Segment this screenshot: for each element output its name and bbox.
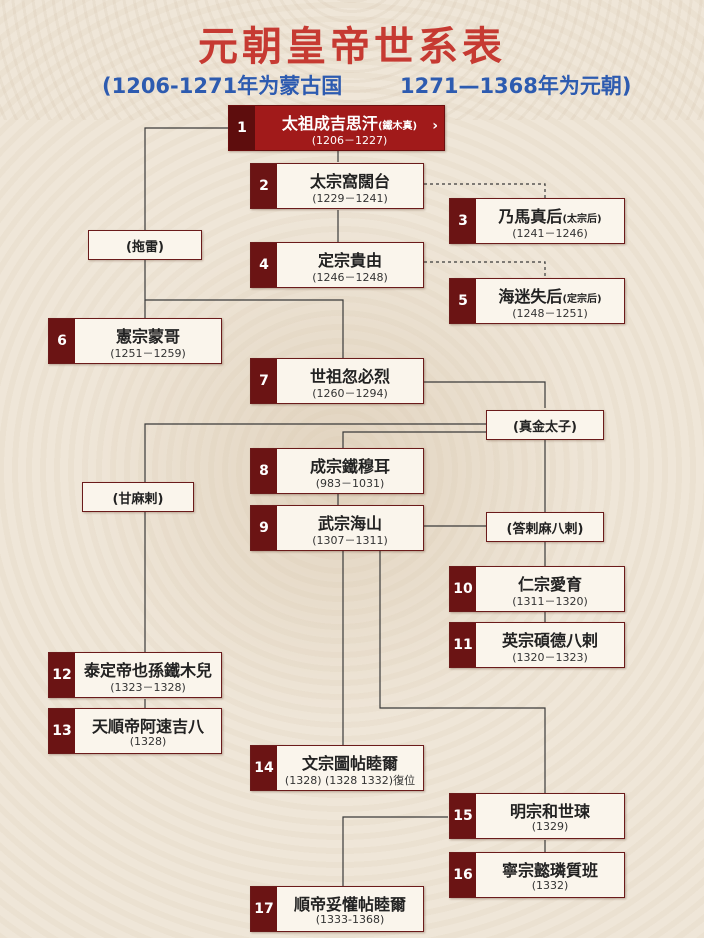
emperor-12-yesun-temur[interactable]: 12 泰定帝也孫鐵木兒 (1323－1328) xyxy=(48,652,222,698)
emperor-number: 1 xyxy=(229,106,255,150)
label-darmabala: (答剌麻八剌) xyxy=(486,512,604,542)
emperor-2-ogedei[interactable]: 2 太宗窩闊台 (1229－1241) xyxy=(250,163,424,209)
reign-years: (1311－1320) xyxy=(476,593,624,609)
emperor-name: 憲宗蒙哥 xyxy=(75,323,221,347)
reign-years: (1246－1248) xyxy=(277,269,423,285)
emperor-14-tugh-temur[interactable]: 14 文宗圖帖睦爾 (1328) (1328 1332)復位 xyxy=(250,745,424,791)
chevron-right-icon: › xyxy=(432,118,438,134)
emperor-number: 14 xyxy=(251,746,277,790)
emperor-9-khaishan[interactable]: 9 武宗海山 (1307－1311) xyxy=(250,505,424,551)
emperor-6-mongke[interactable]: 6 憲宗蒙哥 (1251－1259) xyxy=(48,318,222,364)
emperor-name: 太宗窩闊台 xyxy=(277,168,423,192)
emperor-4-guyuk[interactable]: 4 定宗貴由 (1246－1248) xyxy=(250,242,424,288)
reign-years: (1307－1311) xyxy=(277,532,423,548)
reign-years: (1260－1294) xyxy=(277,385,423,401)
emperor-name: 寧宗懿璘質班 xyxy=(476,857,624,881)
reign-years: (1328) (1328 1332)復位 xyxy=(277,772,423,788)
emperor-number: 12 xyxy=(49,653,75,697)
emperor-name: 海迷失后(定宗后) xyxy=(476,283,624,307)
emperor-name: 世祖忽必烈 xyxy=(277,363,423,387)
reign-years: (1241－1246) xyxy=(476,225,624,241)
reign-years: (1328) xyxy=(75,735,221,748)
emperor-5-oghul-qaimish[interactable]: 5 海迷失后(定宗后) (1248－1251) xyxy=(449,278,625,324)
reign-years: (983－1031) xyxy=(277,475,423,491)
emperor-number: 7 xyxy=(251,359,277,403)
emperor-number: 6 xyxy=(49,319,75,363)
emperor-number: 13 xyxy=(49,709,75,753)
emperor-3-toregene[interactable]: 3 乃馬真后(太宗后) (1241－1246) xyxy=(449,198,625,244)
emperor-8-temur[interactable]: 8 成宗鐵穆耳 (983－1031) xyxy=(250,448,424,494)
emperor-name: 武宗海山 xyxy=(277,510,423,534)
reign-years: (1229－1241) xyxy=(277,190,423,206)
emperor-name: 英宗碩德八剌 xyxy=(476,627,624,651)
emperor-7-kublai[interactable]: 7 世祖忽必烈 (1260－1294) xyxy=(250,358,424,404)
emperor-number: 17 xyxy=(251,887,277,931)
emperor-17-toghon-temur[interactable]: 17 順帝妥懽帖睦爾 (1333-1368) xyxy=(250,886,424,932)
emperor-name: 成宗鐵穆耳 xyxy=(277,453,423,477)
emperor-number: 9 xyxy=(251,506,277,550)
emperor-number: 5 xyxy=(450,279,476,323)
reign-years: (1333-1368) xyxy=(277,913,423,926)
emperor-number: 3 xyxy=(450,199,476,243)
emperor-11-shidebala[interactable]: 11 英宗碩德八剌 (1320－1323) xyxy=(449,622,625,668)
emperor-name: 泰定帝也孫鐵木兒 xyxy=(75,657,221,681)
emperor-name: 天順帝阿速吉八 xyxy=(75,713,221,737)
emperor-number: 2 xyxy=(251,164,277,208)
emperor-name: 順帝妥懽帖睦爾 xyxy=(277,891,423,915)
emperor-name: 文宗圖帖睦爾 xyxy=(277,750,423,774)
reign-years: (1206－1227) xyxy=(255,132,444,148)
emperor-name: 乃馬真后(太宗后) xyxy=(476,203,624,227)
reign-years: (1248－1251) xyxy=(476,305,624,321)
emperor-number: 4 xyxy=(251,243,277,287)
emperor-number: 8 xyxy=(251,449,277,493)
emperor-number: 15 xyxy=(450,794,476,838)
emperor-name: 太祖成吉思汗(鐵木真) xyxy=(255,110,444,134)
emperor-15-kusala[interactable]: 15 明宗和世㻋 (1329) xyxy=(449,793,625,839)
reign-years: (1329) xyxy=(476,820,624,833)
label-zhenjin: (真金太子) xyxy=(486,410,604,440)
emperor-number: 10 xyxy=(450,567,476,611)
emperor-number: 11 xyxy=(450,623,476,667)
reign-years: (1320－1323) xyxy=(476,649,624,665)
emperor-name: 仁宗愛育 xyxy=(476,571,624,595)
emperor-name: 定宗貴由 xyxy=(277,247,423,271)
emperor-name: 明宗和世㻋 xyxy=(476,798,624,822)
emperor-1-genghis-khan[interactable]: 1 太祖成吉思汗(鐵木真) (1206－1227) › xyxy=(228,105,445,151)
reign-years: (1251－1259) xyxy=(75,345,221,361)
emperor-16-rinchinbal[interactable]: 16 寧宗懿璘質班 (1332) xyxy=(449,852,625,898)
label-gammala: (甘麻剌) xyxy=(82,482,194,512)
emperor-13-ragibagh[interactable]: 13 天順帝阿速吉八 (1328) xyxy=(48,708,222,754)
emperor-number: 16 xyxy=(450,853,476,897)
emperor-10-ayurbarwada[interactable]: 10 仁宗愛育 (1311－1320) xyxy=(449,566,625,612)
label-tolui: (拖雷) xyxy=(88,230,202,260)
reign-years: (1332) xyxy=(476,879,624,892)
reign-years: (1323－1328) xyxy=(75,679,221,695)
